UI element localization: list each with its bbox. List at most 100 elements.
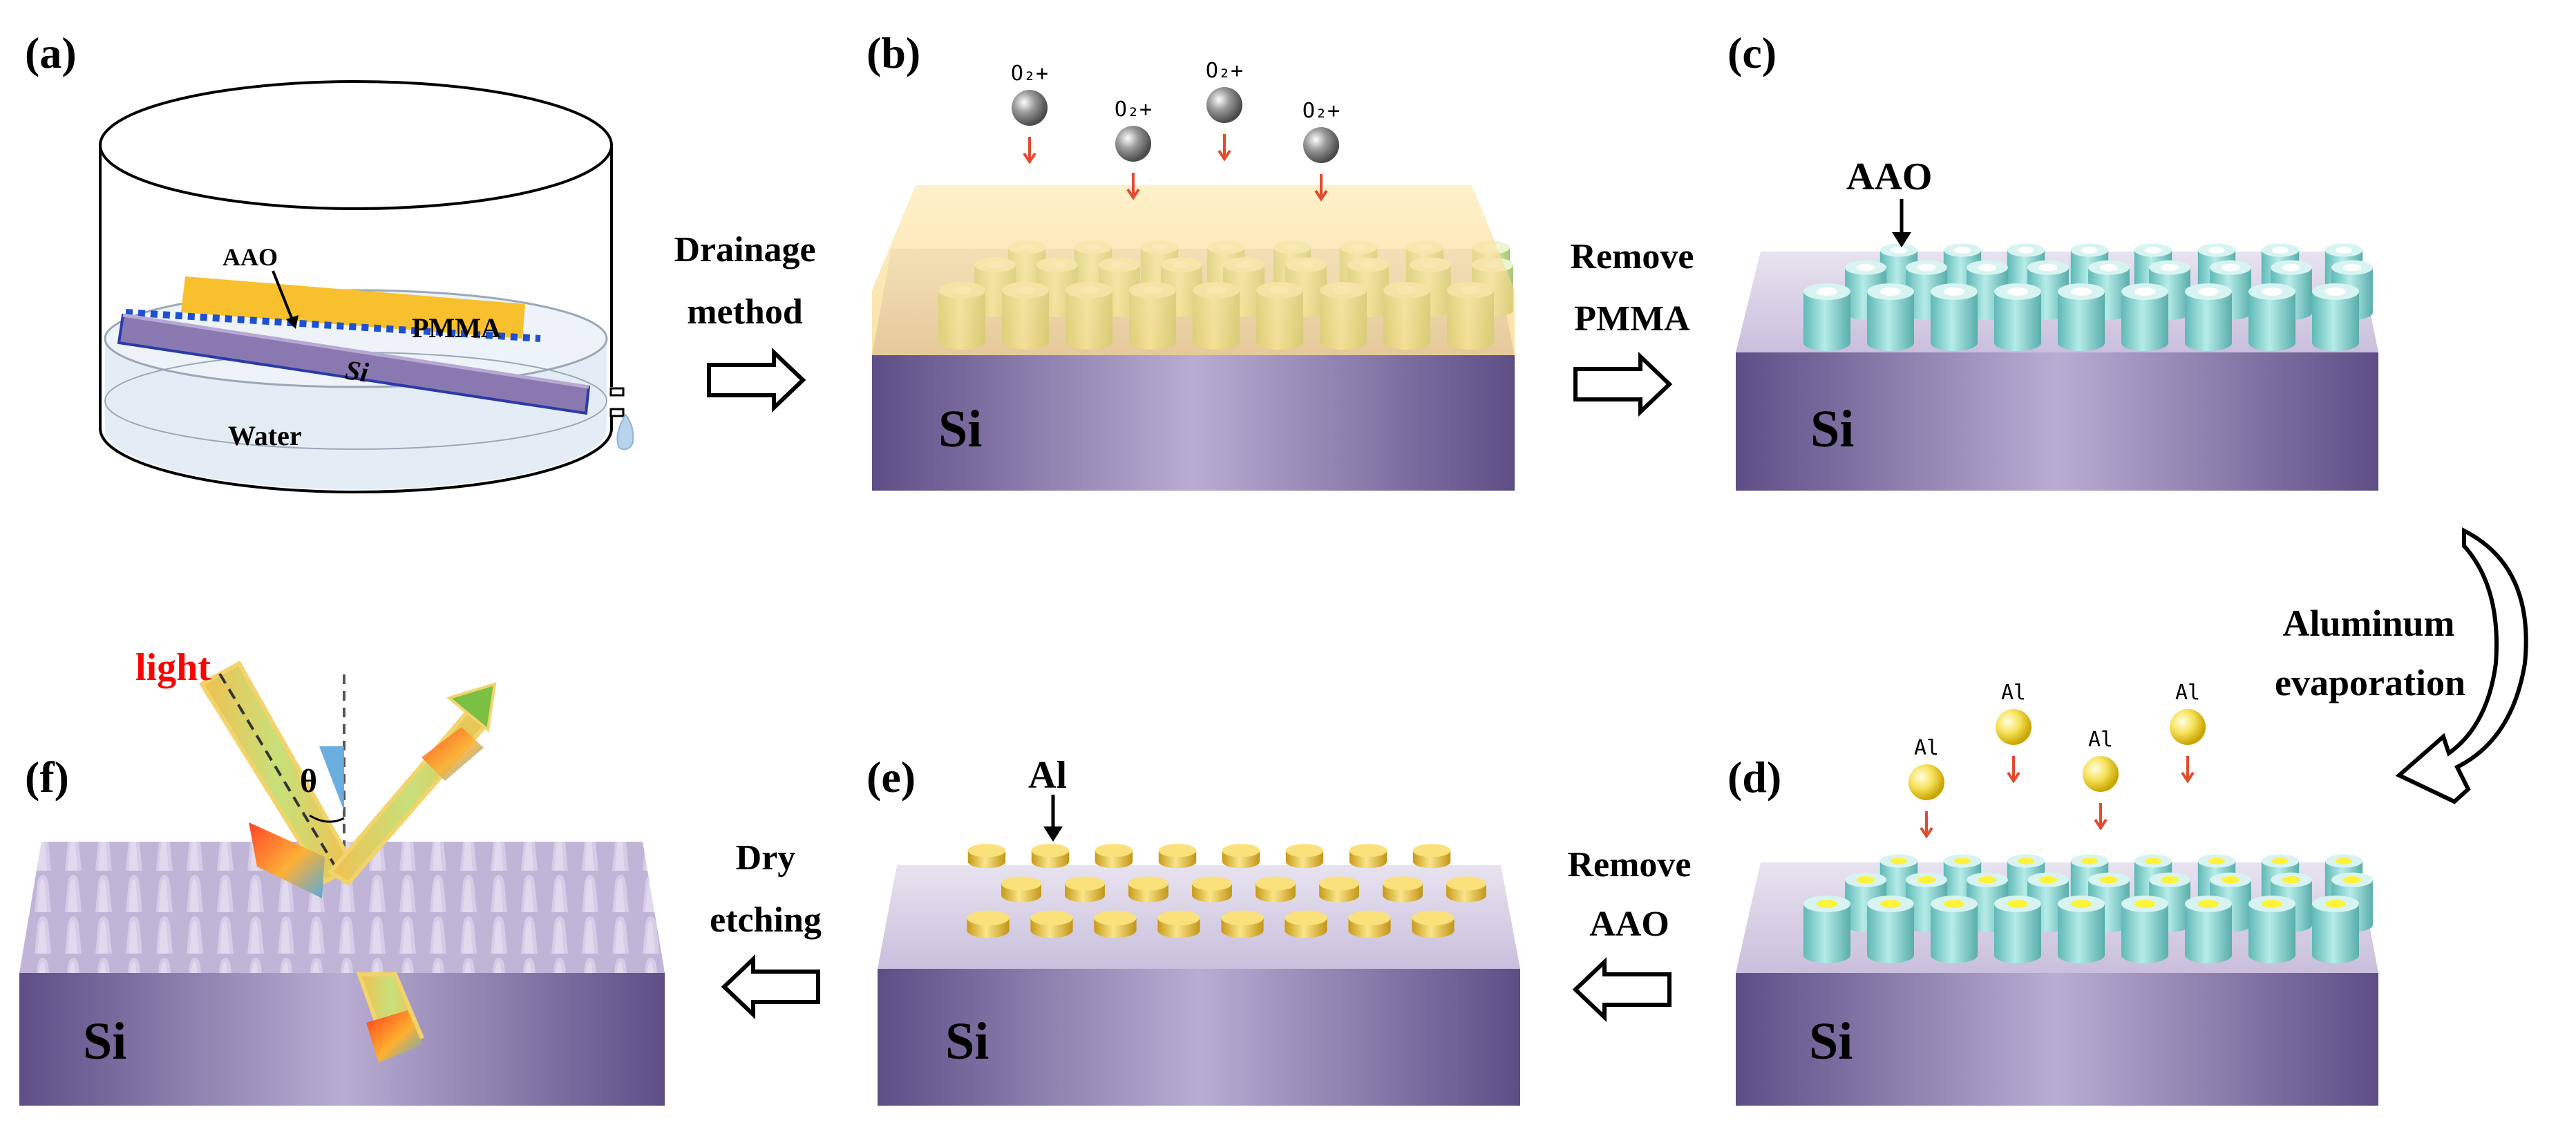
al-atom: [1909, 764, 1944, 800]
step-remove-aao: Remove AAO: [1567, 845, 1692, 1022]
aluminum-text-2: evaporation: [2275, 662, 2465, 703]
down-arrow-icon: [1920, 811, 1933, 839]
remove-pmma-text-1: Remove: [1570, 237, 1694, 276]
drainage-text-2: method: [687, 292, 803, 332]
panel-a-pmma-label: PMMA: [412, 312, 501, 343]
al-nanodisc: [1348, 910, 1391, 938]
o2-ion-label: O₂+: [1206, 59, 1243, 83]
theta-label: θ: [300, 763, 317, 800]
al-nanodisc: [967, 910, 1010, 938]
al-nanodisc: [1095, 844, 1133, 869]
aao-pillar: [2121, 283, 2168, 351]
o2-ion-label: O₂+: [1115, 97, 1152, 122]
al-nanodisc: [1030, 910, 1073, 938]
aao-pillar: [2121, 896, 2168, 963]
down-arrow-icon: [2007, 756, 2020, 784]
down-arrow-icon: [2094, 803, 2108, 831]
al-atom-label: Al: [2175, 681, 2200, 705]
al-nanodisc: [1383, 876, 1423, 902]
down-arrow-icon: [1218, 134, 1231, 162]
reflected-arrow-head-icon: [446, 682, 497, 732]
panel-d-si-label: Si: [1809, 1012, 1853, 1070]
al-nanodisc: [1446, 876, 1486, 902]
panel-a-water-label: Water: [228, 420, 302, 451]
drainage-text-1: Drainage: [674, 230, 815, 270]
panel-e-si-label: Si: [945, 1012, 989, 1070]
step-dry-etching: Dry etching: [710, 838, 822, 1019]
panel-b: (b) Si O₂+ O₂+ O₂+ O₂+: [866, 28, 1515, 491]
al-nanodisc: [1285, 910, 1327, 938]
al-nanodisc: [1001, 876, 1041, 902]
aluminum-text-1: Aluminum: [2282, 603, 2454, 644]
panel-b-si-label: Si: [938, 400, 982, 458]
al-nanodisc: [1157, 910, 1200, 938]
aao-pillar: [1803, 283, 1850, 351]
al-atom-label: Al: [2001, 681, 2026, 705]
al-nanodisc: [967, 844, 1006, 869]
panel-label-d: (d): [1727, 753, 1781, 802]
remove-pmma-text-2: PMMA: [1574, 299, 1690, 339]
o2-ion: [1012, 90, 1048, 126]
aao-pillar: [1931, 896, 1978, 963]
panel-label-a: (a): [25, 28, 77, 77]
o2-ion-label: O₂+: [1011, 62, 1048, 86]
aao-pillar: [1994, 896, 2041, 963]
down-arrow-icon: [1126, 173, 1140, 200]
o2-ion-label: O₂+: [1303, 99, 1340, 123]
al-atom: [2170, 709, 2206, 745]
aao-pillar: [1931, 283, 1978, 351]
remove-aao-text-2: AAO: [1589, 905, 1669, 944]
panel-label-c: (c): [1727, 28, 1777, 77]
light-label: light: [135, 646, 211, 689]
curved-arrow-down-icon: [2395, 527, 2528, 804]
arrow-right-icon: [1573, 352, 1673, 417]
aao-pillar: [2248, 283, 2295, 351]
panel-c-aao-label: AAO: [1846, 155, 1932, 198]
down-arrow-icon: [1314, 174, 1328, 202]
step-drainage-method: Drainage method: [674, 230, 816, 413]
al-atom-label: Al: [2088, 728, 2113, 752]
aao-pillar: [2185, 896, 2232, 963]
aao-pillar: [1994, 283, 2041, 351]
step-remove-pmma: Remove PMMA: [1570, 237, 1694, 417]
al-nanodisc: [1158, 844, 1197, 869]
panel-label-f: (f): [25, 753, 69, 802]
dry-text-1: Dry: [736, 838, 796, 878]
al-nanodisc: [1349, 844, 1388, 869]
panel-e: (e) Si Al: [866, 753, 1520, 1106]
down-arrow-icon: [2181, 756, 2195, 784]
al-nanodisc: [1412, 910, 1455, 938]
al-nanodisc: [1094, 910, 1137, 938]
step-aluminum-evaporation: Aluminum evaporation: [2275, 527, 2528, 804]
down-arrow-icon: [1023, 137, 1036, 164]
aao-pillar: [2312, 896, 2359, 963]
panel-f-si-label: Si: [83, 1012, 126, 1070]
aao-pillar: [1867, 896, 1914, 963]
o2-ion: [1303, 127, 1339, 163]
panel-a: (a) Si PMMA AAO Water: [25, 28, 634, 493]
al-atom: [1996, 709, 2032, 745]
aao-pillar: [2185, 283, 2232, 351]
o2-ion: [1115, 126, 1151, 162]
arrow-left-icon: [721, 954, 820, 1019]
arrow-right-icon: [707, 348, 806, 413]
al-nanodisc: [1412, 844, 1451, 869]
al-nanodisc: [1319, 876, 1359, 902]
al-atom: [2083, 756, 2119, 792]
aao-pillar: [2248, 896, 2295, 963]
aao-pillar: [1803, 896, 1850, 963]
arrow-left-icon: [1572, 957, 1671, 1022]
panel-label-b: (b): [866, 28, 920, 77]
panel-e-al-label: Al: [1028, 754, 1067, 797]
al-nanodisc: [1065, 876, 1105, 902]
dry-text-2: etching: [710, 900, 822, 940]
panel-c-si-label: Si: [1810, 400, 1854, 458]
aao-pillar: [2312, 283, 2359, 351]
panel-label-e: (e): [866, 753, 916, 802]
aao-pillar: [2058, 283, 2105, 351]
o2-ion: [1206, 87, 1242, 123]
aao-pillar: [1867, 283, 1914, 351]
al-nanodisc: [1285, 844, 1324, 869]
panel-c: (c) Si AAO: [1727, 28, 2378, 491]
